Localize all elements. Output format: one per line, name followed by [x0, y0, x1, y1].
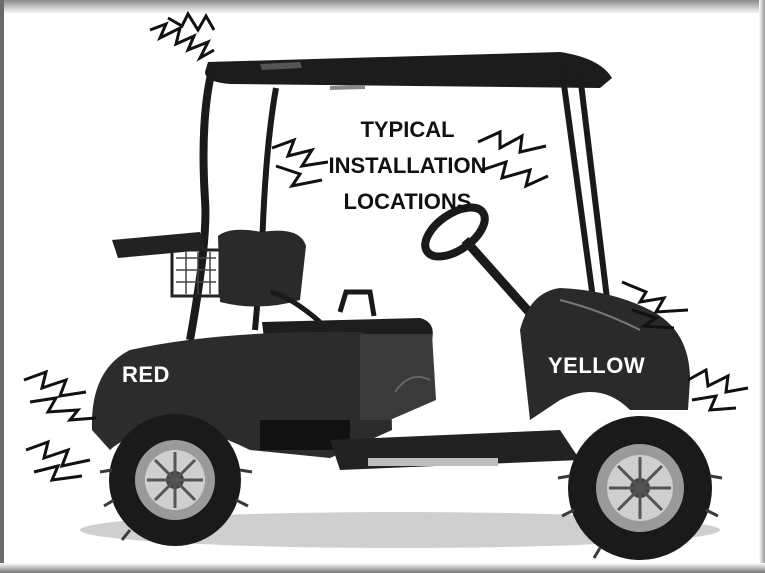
burst-left-upper: [24, 372, 86, 396]
bag-rack: [112, 232, 205, 258]
diagram-title: TYPICAL INSTALLATION LOCATIONS: [300, 112, 515, 220]
burst-right-lower-2: [692, 396, 736, 410]
rear-strut-left: [190, 70, 212, 340]
step-plate: [368, 458, 498, 466]
cart-roof: [205, 52, 612, 88]
rear-wheel: [109, 414, 241, 546]
burst-left-lower-2: [34, 466, 82, 480]
seat-back: [218, 230, 306, 307]
burst-left-upper-2: [30, 398, 96, 420]
burst-left-lower: [26, 442, 90, 466]
front-wheel: [568, 416, 712, 560]
burst-right-lower: [688, 370, 748, 392]
title-line-1: TYPICAL: [300, 112, 515, 148]
grab-handle: [340, 292, 374, 316]
burst-top-left: [150, 24, 214, 58]
title-line-3: LOCATIONS: [300, 184, 515, 220]
label-red: RED: [122, 364, 170, 386]
label-yellow: YELLOW: [548, 355, 645, 377]
burst-top-left-2: [168, 14, 214, 30]
title-line-2: INSTALLATION: [300, 148, 515, 184]
